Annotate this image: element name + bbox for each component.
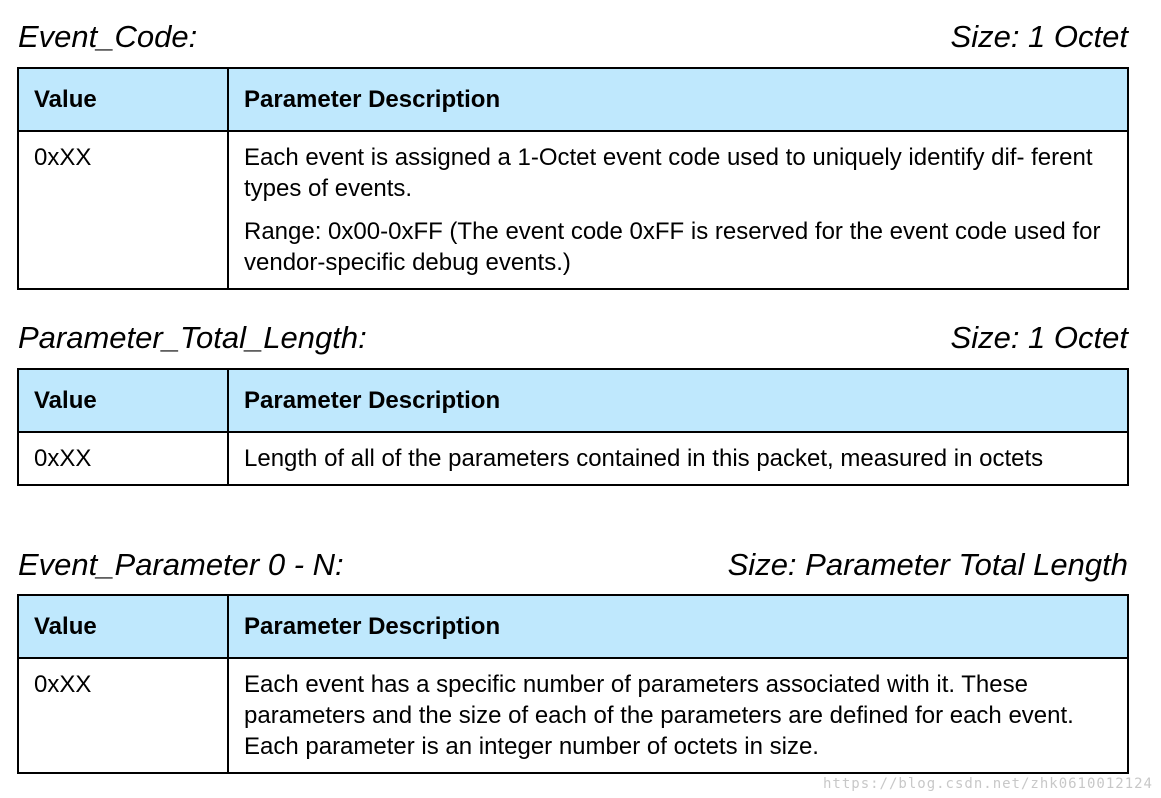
parameter-name: Parameter_Total_Length: (18, 320, 367, 355)
description-column-header: Parameter Description (227, 67, 1129, 132)
value-cell: 0xXX (17, 431, 229, 486)
table-header-row: Value Parameter Description (17, 67, 1129, 132)
parameter-size: Size: 1 Octet (950, 19, 1128, 54)
description-paragraph: Each event is assigned a 1-Octet event c… (244, 144, 1093, 202)
description-cell: Length of all of the parameters containe… (227, 431, 1129, 486)
description-paragraph: Length of all of the parameters containe… (244, 445, 1044, 472)
watermark: https://blog.csdn.net/zhk0610012124 (822, 776, 1153, 792)
parameter-total-length-table: Value Parameter Description 0xXX Length … (17, 368, 1129, 486)
table-header-row: Value Parameter Description (17, 368, 1129, 433)
section-heading-event-parameter: Event_Parameter 0 - N: Size: Parameter T… (18, 545, 1128, 585)
description-cell: Each event is assigned a 1-Octet event c… (227, 130, 1129, 290)
value-cell: 0xXX (17, 130, 229, 290)
table-header-row: Value Parameter Description (17, 594, 1129, 659)
value-column-header: Value (17, 67, 229, 132)
table-row: 0xXX Each event is assigned a 1-Octet ev… (17, 130, 1129, 290)
event-code-table: Value Parameter Description 0xXX Each ev… (17, 67, 1129, 290)
event-parameter-table: Value Parameter Description 0xXX Each ev… (17, 594, 1129, 774)
description-cell: Each event has a specific number of para… (227, 657, 1129, 774)
section-heading-parameter-total-length: Parameter_Total_Length: Size: 1 Octet (18, 318, 1128, 358)
description-paragraph: Range: 0x00-0xFF (The event code 0xFF is… (244, 218, 1101, 276)
description-paragraph: Each event has a specific number of para… (244, 671, 1074, 760)
value-column-header: Value (17, 368, 229, 433)
description-column-header: Parameter Description (227, 594, 1129, 659)
section-heading-event-code: Event_Code: Size: 1 Octet (18, 17, 1128, 57)
table-row: 0xXX Each event has a specific number of… (17, 657, 1129, 774)
parameter-name: Event_Code: (18, 19, 198, 54)
table-row: 0xXX Length of all of the parameters con… (17, 431, 1129, 486)
value-column-header: Value (17, 594, 229, 659)
parameter-name: Event_Parameter 0 - N: (18, 547, 344, 582)
value-cell: 0xXX (17, 657, 229, 774)
parameter-size: Size: 1 Octet (950, 320, 1128, 355)
parameter-size: Size: Parameter Total Length (727, 547, 1128, 582)
description-column-header: Parameter Description (227, 368, 1129, 433)
